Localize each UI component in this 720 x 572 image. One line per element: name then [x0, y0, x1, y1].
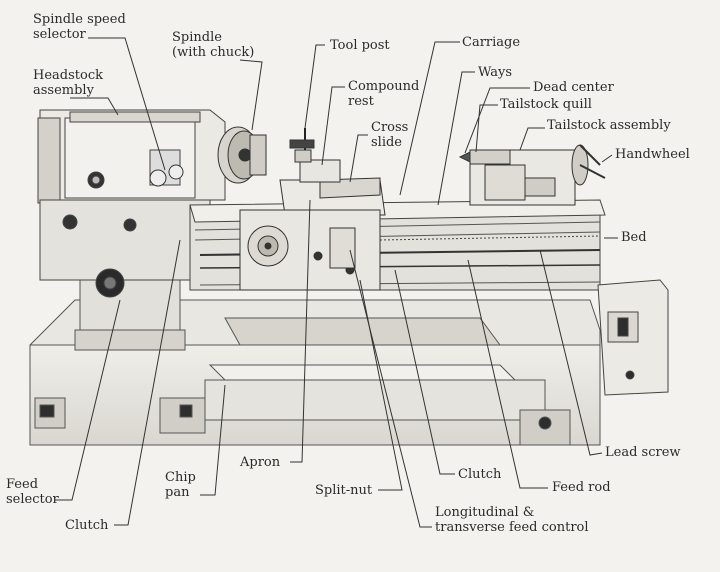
leader-tool-post: [304, 44, 325, 129]
label-apron: Apron: [240, 455, 281, 470]
leader-compound-rest: [321, 86, 345, 166]
leader-longitudinal: [349, 249, 432, 528]
label-clutch-right: Clutch: [458, 467, 502, 482]
leader-apron: [290, 199, 311, 463]
label-spindle: Spindle (with chuck): [172, 30, 255, 60]
leader-feed-rod: [467, 259, 548, 489]
label-compound-rest: Compound rest: [348, 79, 420, 109]
label-spindle-speed-selector: Spindle speed selector: [33, 12, 126, 42]
leader-split-nut: [359, 279, 403, 491]
label-carriage: Carriage: [462, 35, 521, 50]
label-clutch-left: Clutch: [65, 518, 109, 533]
label-lead-screw: Lead screw: [605, 445, 681, 460]
chuck: [217, 126, 267, 184]
label-split-nut: Split-nut: [315, 483, 373, 498]
leader-handwheel: [601, 154, 613, 163]
leader-tailstock-quill: [475, 104, 498, 153]
leader-carriage: [399, 41, 460, 196]
label-cross-slide: Cross slide: [371, 120, 409, 150]
leader-ways: [437, 71, 475, 206]
leader-lines: [54, 37, 618, 528]
leader-lead-screw: [539, 249, 603, 456]
leader-spindle: [239, 59, 263, 131]
label-chip-pan: Chip pan: [165, 470, 196, 500]
label-tool-post: Tool post: [330, 38, 390, 53]
leader-spindle-speed: [88, 37, 166, 171]
leader-chip-pan: [200, 384, 226, 496]
label-feed-selector: Feed selector: [6, 477, 59, 507]
tailstock: [458, 144, 606, 206]
label-tailstock-assembly: Tailstock assembly: [547, 118, 671, 133]
leader-headstock: [70, 97, 119, 116]
leader-dead-center: [464, 87, 530, 154]
control-box: [597, 279, 669, 396]
leader-clutch-right: [394, 269, 455, 475]
label-bed: Bed: [621, 230, 647, 245]
pedestal: [74, 269, 186, 351]
label-longitudinal-feed: Longitudinal & transverse feed control: [435, 505, 589, 535]
label-ways: Ways: [478, 65, 512, 80]
label-handwheel: Handwheel: [615, 147, 690, 162]
leader-tailstock-assembly: [519, 127, 545, 151]
leader-cross-slide: [349, 134, 368, 183]
headstock-body: [37, 109, 226, 298]
label-headstock-assembly: Headstock assembly: [33, 68, 103, 98]
label-dead-center: Dead center: [533, 80, 614, 95]
label-feed-rod: Feed rod: [552, 480, 611, 495]
leader-clutch-left: [114, 239, 181, 526]
carriage-apron: [239, 179, 386, 291]
cross-slide-assembly: [289, 128, 381, 199]
leader-feed-selector: [54, 299, 121, 501]
label-tailstock-quill: Tailstock quill: [500, 97, 592, 112]
